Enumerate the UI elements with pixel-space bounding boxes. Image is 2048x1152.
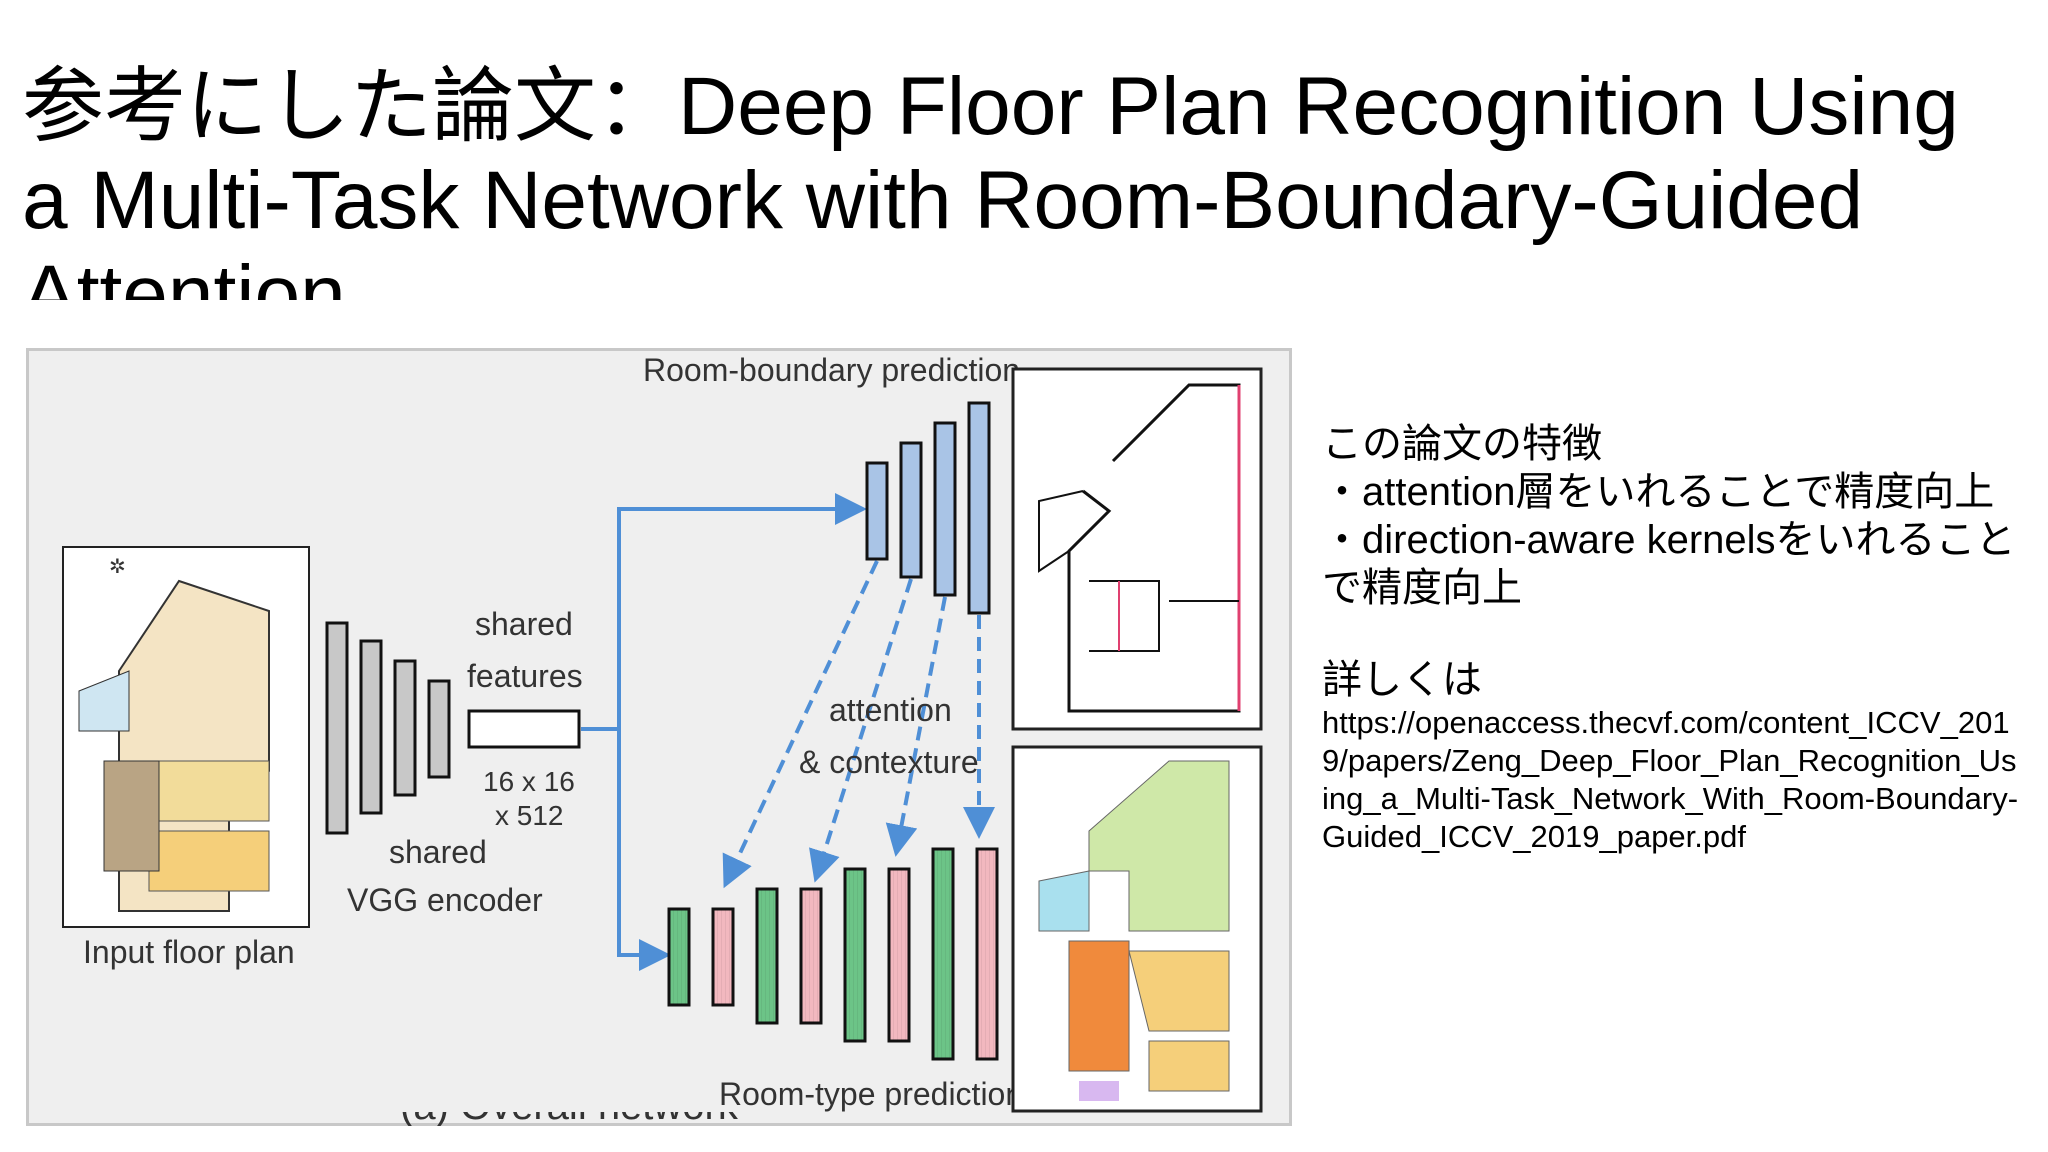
- attention-label-line2: & contexture: [799, 744, 979, 780]
- room-boundary-label: Room-boundary prediction: [643, 352, 1020, 388]
- more-info-heading: 詳しくは: [1322, 658, 1482, 702]
- side-notes: この論文の特徴 ・attention層をいれることで精度向上 ・directio…: [1322, 420, 2022, 856]
- paper-url-link[interactable]: https://openaccess.thecvf.com/content_IC…: [1322, 705, 2019, 854]
- slide-title-container: 参考にした論文：Deep Floor Plan Recognition Usin…: [22, 60, 2022, 300]
- encoder-label-line1: shared: [389, 834, 487, 870]
- feature-bullet-attention: ・attention層をいれることで精度向上: [1322, 470, 1995, 514]
- room-boundary-decoder-blocks: [865, 401, 991, 615]
- branch-arrows: [581, 493, 867, 971]
- attention-label-line1: attention: [829, 692, 952, 728]
- features-heading: この論文の特徴: [1322, 422, 1602, 466]
- room-boundary-output-image: [1011, 367, 1263, 731]
- dims-label-line1: 16 x 16: [483, 766, 575, 797]
- svg-text:✲: ✲: [109, 554, 126, 578]
- shared-features-label-line1: shared: [475, 606, 573, 642]
- input-floor-plan-image: ✲: [62, 546, 310, 928]
- slide-title: 参考にした論文：Deep Floor Plan Recognition Usin…: [22, 61, 1959, 300]
- room-type-output-image: [1011, 745, 1263, 1113]
- architecture-diagram: ✲ Input floor plan shared VGG encoder sh…: [62, 352, 1263, 1113]
- figure-caption-cut: (a) Overall network architecture: [400, 1112, 900, 1126]
- encoder-label-line2: VGG encoder: [347, 882, 543, 918]
- shared-features-box: [467, 709, 581, 749]
- dims-label-line2: x 512: [495, 800, 564, 831]
- input-floor-plan-label: Input floor plan: [83, 934, 295, 970]
- room-type-decoder-blocks: [667, 847, 999, 1061]
- feature-bullet-direction-kernels: ・direction-aware kernelsをいれることで精度向上: [1322, 518, 2016, 610]
- shared-features-label-line2: features: [467, 658, 583, 694]
- vgg-encoder-blocks: [325, 621, 451, 835]
- figure-caption-text: (a) Overall network architecture: [400, 1112, 900, 1126]
- room-type-label: Room-type prediction: [719, 1076, 1023, 1112]
- attention-arrows: [722, 560, 995, 889]
- architecture-figure: ✲ Input floor plan shared VGG encoder sh…: [26, 348, 1292, 1126]
